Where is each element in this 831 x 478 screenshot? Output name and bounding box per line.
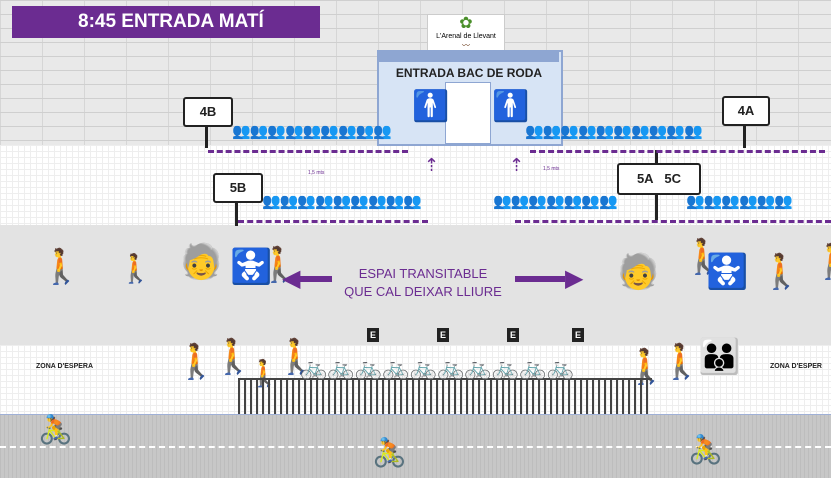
cyclist-icon: 🚴 xyxy=(688,434,723,465)
parent-child-icon: 👪 xyxy=(698,338,741,376)
sign-4a: 4A xyxy=(722,96,770,126)
person-icon: 🚶 xyxy=(40,248,83,286)
right-arrow-icon: ▶ xyxy=(565,265,584,292)
distance-note: 1,5 mts xyxy=(308,170,325,176)
logo-text: L'Arenal de Llevant xyxy=(436,33,496,40)
transit-line-2: QUE CAL DEIXAR LLIURE xyxy=(344,284,502,299)
queue-line xyxy=(238,220,428,223)
stroller-icon: 🚼 xyxy=(706,253,749,291)
entrance-door xyxy=(445,82,491,144)
person-icon: 🚶 xyxy=(760,253,803,291)
stroller-icon: 🚼 xyxy=(230,248,273,286)
left-arrow xyxy=(290,276,332,282)
up-arrow-icon: ⇡ xyxy=(509,155,525,175)
sign-4b: 4B xyxy=(183,97,233,127)
entrance-roof xyxy=(377,50,559,62)
transit-line-1: ESPAI TRANSITABLE xyxy=(358,266,488,281)
person-icon: 🚹 xyxy=(412,90,450,123)
left-arrow-icon: ◀ xyxy=(282,265,301,292)
queue-row-5c: 👥👥👥👥👥👥 xyxy=(686,193,793,210)
elderly-person-icon: 🧓 xyxy=(617,253,660,291)
queue-row-4b: 👥👥👥👥👥👥👥👥👥 xyxy=(232,123,392,140)
up-arrow-icon: ⇡ xyxy=(424,155,440,175)
lane-dashed-line xyxy=(0,446,831,448)
sign-post xyxy=(235,198,238,226)
fence xyxy=(238,378,652,414)
person-icon: 🚶 xyxy=(682,238,725,276)
transit-zone-label: ESPAI TRANSITABLE QUE CAL DEIXAR LLIURE xyxy=(318,265,528,301)
entrance-label: ENTRADA BAC DE RODA xyxy=(395,66,543,80)
person-icon: 🚶 xyxy=(212,338,255,376)
logo-mark-icon: 〰 xyxy=(462,41,470,50)
bike-parking-sign: E xyxy=(437,328,449,342)
cyclist-icon: 🚴 xyxy=(38,414,73,445)
person-icon: 🚶 xyxy=(660,343,703,381)
person-icon: 🚶 xyxy=(175,343,218,381)
bicycle-row: 🚲🚲🚲🚲🚲🚲🚲🚲🚲🚲 xyxy=(300,355,574,380)
queue-row-5b: 👥👥👥👥👥👥👥👥👥 xyxy=(262,193,422,210)
queue-row-4a: 👥👥👥👥👥👥👥👥👥👥 xyxy=(525,123,703,140)
school-logo: ✿ L'Arenal de Llevant 〰 xyxy=(427,14,505,56)
sign-5b: 5B xyxy=(213,173,263,203)
queue-line xyxy=(530,150,825,153)
sidewalk-queue-zone xyxy=(0,145,831,225)
person-icon: 🚶 xyxy=(275,338,318,376)
page-title: 8:45 ENTRADA MATÍ xyxy=(12,6,320,38)
zone-label-left: ZONA D'ESPERA xyxy=(36,363,94,370)
cyclist-icon: 🚴 xyxy=(372,437,407,468)
right-arrow xyxy=(515,276,565,282)
queue-line xyxy=(208,150,408,153)
bike-parking-sign: E xyxy=(367,328,379,342)
elderly-person-icon: 🧓 xyxy=(180,243,223,281)
person-icon: 🚹 xyxy=(492,90,530,123)
transit-zone xyxy=(0,225,831,345)
sign-post xyxy=(205,120,208,148)
bike-parking-sign: E xyxy=(572,328,584,342)
sign-post xyxy=(743,120,746,148)
sign-5c: 5C xyxy=(664,171,682,186)
sign-5a-5c: 5A 5C xyxy=(617,163,701,195)
leaf-icon: ✿ xyxy=(459,15,473,32)
distance-note: 1,5 mts xyxy=(543,166,560,172)
person-icon: 🚶 xyxy=(118,253,153,284)
queue-row-5a: 👥👥👥👥👥👥👥 xyxy=(493,193,618,210)
person-icon: 🚶 xyxy=(812,245,831,279)
bike-parking-sign: E xyxy=(507,328,519,342)
sign-5a: 5A xyxy=(636,171,654,186)
zone-label-right: ZONA D'ESPER xyxy=(770,363,822,370)
queue-line xyxy=(515,220,831,223)
